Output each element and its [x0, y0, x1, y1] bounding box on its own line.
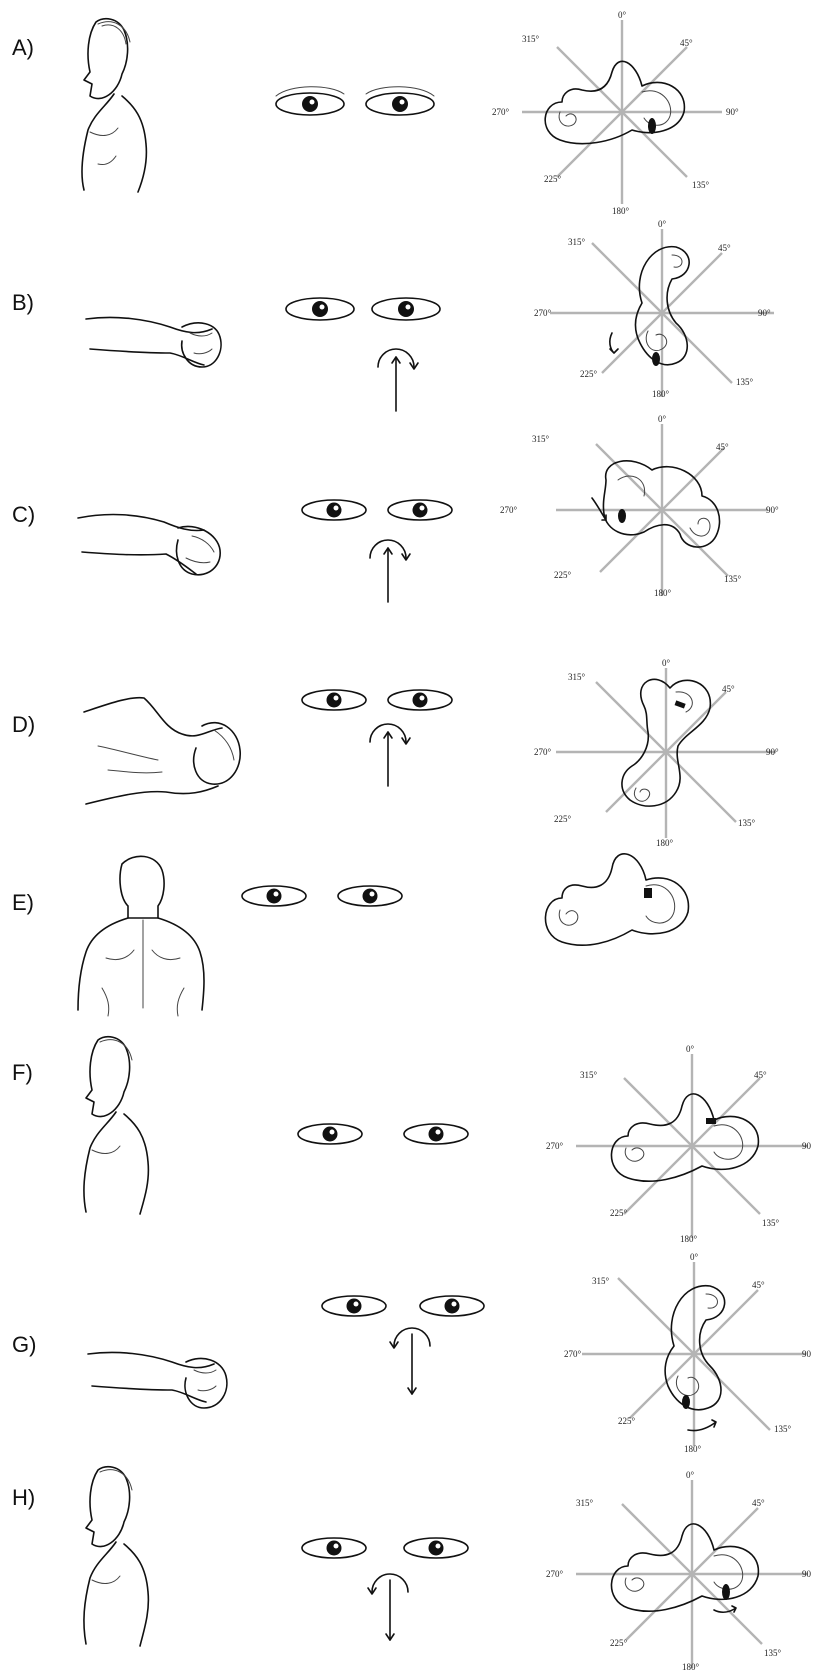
eyes-icon [302, 500, 452, 520]
panel-a-drawing: 0° 45° 90° 135° 180° 225° 270° 315° [0, 0, 818, 215]
panel-f: F) 0° 45° 90 135° [0, 1020, 818, 1240]
panel-d: D) [0, 630, 818, 840]
degree-label-0: 0° [662, 658, 671, 668]
degree-label-0: 0° [686, 1470, 695, 1480]
degree-label-45: 45° [718, 243, 731, 253]
panel-d-drawing: 0° 45° 90° 135° 180° 225° 270° 315° [0, 630, 818, 840]
degree-label-315: 315° [568, 237, 586, 247]
panel-c: C) [0, 420, 818, 630]
eyes-icon [298, 1124, 468, 1144]
degree-label-225: 225° [554, 814, 572, 824]
degree-label-90: 90° [766, 505, 779, 515]
panel-g-drawing: 0° 45° 90 135° 180° 225° 270° 315° [0, 1240, 818, 1450]
inner-ear-compass: 0° 45° 90 135° 180° 225° 270° 315° [546, 1044, 812, 1244]
degree-label-270: 270° [534, 747, 552, 757]
degree-label-0: 0° [658, 414, 667, 424]
degree-label-315: 315° [592, 1276, 610, 1286]
labyrinth-diagram [610, 247, 689, 366]
degree-label-270: 270° [546, 1141, 564, 1151]
degree-label-180: 180° [682, 1662, 700, 1672]
degree-label-270: 270° [546, 1569, 564, 1579]
degree-label-180: 180° [652, 389, 670, 399]
degree-label-90: 90 [802, 1141, 812, 1151]
degree-label-225: 225° [580, 369, 598, 379]
upright-side-body-figure [84, 1037, 148, 1214]
side-lying-body-figure [84, 698, 240, 804]
degree-label-135: 135° [762, 1218, 780, 1228]
degree-label-225: 225° [554, 570, 572, 580]
degree-label-0: 0° [658, 219, 667, 229]
degree-label-225: 225° [544, 174, 562, 184]
inner-ear-compass: 0° 45° 90° 135° 180° 225° 270° 315° [534, 219, 774, 399]
panel-h: H) [0, 1450, 818, 1673]
degree-label-315: 315° [532, 434, 550, 444]
inner-ear-compass: 0° 45° 90° 135° 180° 225° 270° 315° [534, 658, 779, 848]
degree-label-45: 45° [716, 442, 729, 452]
degree-label-45: 45° [752, 1280, 765, 1290]
degree-label-90: 90° [766, 747, 779, 757]
degree-label-135: 135° [764, 1648, 782, 1658]
panel-g: G) [0, 1240, 818, 1450]
degree-label-135: 135° [724, 574, 742, 584]
rotation-down-arrow-icon [368, 1574, 408, 1640]
eyes-icon [302, 1538, 468, 1558]
eyes-icon [322, 1296, 484, 1316]
inner-ear-compass: 0° 45° 90° 135° 180° 225° 270° 315° [492, 10, 739, 216]
supine-body-figure [88, 1352, 227, 1408]
degree-label-225: 225° [610, 1638, 628, 1648]
degree-label-135: 135° [736, 377, 754, 387]
eyes-icon [286, 298, 440, 320]
degree-label-45: 45° [722, 684, 735, 694]
rotation-up-arrow-icon [370, 540, 410, 602]
panel-b: B) [0, 215, 818, 420]
labyrinth-diagram [545, 854, 688, 945]
eyes-icon [276, 87, 434, 115]
degree-label-135: 135° [692, 180, 710, 190]
degree-label-270: 270° [492, 107, 510, 117]
degree-label-315: 315° [568, 672, 586, 682]
degree-label-315: 315° [580, 1070, 598, 1080]
degree-label-0: 0° [690, 1252, 699, 1262]
eyes-icon [302, 690, 452, 710]
degree-label-225: 225° [610, 1208, 628, 1218]
rotation-up-arrow-icon [378, 349, 418, 411]
upright-back-body-figure [78, 856, 204, 1016]
degree-label-45: 45° [752, 1498, 765, 1508]
upright-side-body-figure [84, 1467, 148, 1646]
panel-c-drawing: 0° 45° 90° 135° 180° 225° 270° 315° [0, 420, 818, 630]
panel-f-drawing: 0° 45° 90 135° 180° 225° 270° 315° [0, 1020, 818, 1240]
inner-ear-compass: 0° 45° 90 135° 180° 225° 270° 315° [564, 1252, 812, 1454]
degree-label-270: 270° [534, 308, 552, 318]
panel-h-drawing: 0° 45° 90 135° 180° 225° 270° 315° [0, 1450, 818, 1673]
eyes-icon [242, 886, 402, 906]
degree-label-90: 90 [802, 1349, 812, 1359]
degree-label-315: 315° [522, 34, 540, 44]
degree-label-270: 270° [564, 1349, 582, 1359]
degree-label-180: 180° [654, 588, 672, 598]
degree-label-135: 135° [738, 818, 756, 828]
degree-label-270: 270° [500, 505, 518, 515]
supine-body-figure [86, 317, 221, 367]
panel-e-drawing [0, 840, 818, 1020]
degree-label-90: 90° [758, 308, 771, 318]
upright-side-body-figure [82, 19, 146, 192]
degree-label-0: 0° [686, 1044, 695, 1054]
degree-label-0: 0° [618, 10, 627, 20]
inner-ear-compass: 0° 45° 90 135° 180° 225° 270° 315° [546, 1470, 812, 1672]
rotation-down-arrow-icon [390, 1328, 430, 1394]
labyrinth-diagram [545, 61, 684, 143]
degree-label-90: 90 [802, 1569, 812, 1579]
panel-a: A) 0° 45° 90° [0, 0, 818, 215]
degree-label-225: 225° [618, 1416, 636, 1426]
degree-label-315: 315° [576, 1498, 594, 1508]
panel-e: E) [0, 840, 818, 1020]
degree-label-90: 90° [726, 107, 739, 117]
degree-label-45: 45° [680, 38, 693, 48]
supine-body-figure [78, 515, 220, 575]
degree-label-135: 135° [774, 1424, 792, 1434]
inner-ear-compass: 0° 45° 90° 135° 180° 225° 270° 315° [500, 414, 779, 598]
degree-label-45: 45° [754, 1070, 767, 1080]
panel-b-drawing: 0° 45° 90° 135° 180° 225° 270° 315° [0, 215, 818, 420]
rotation-up-arrow-icon [370, 724, 410, 786]
